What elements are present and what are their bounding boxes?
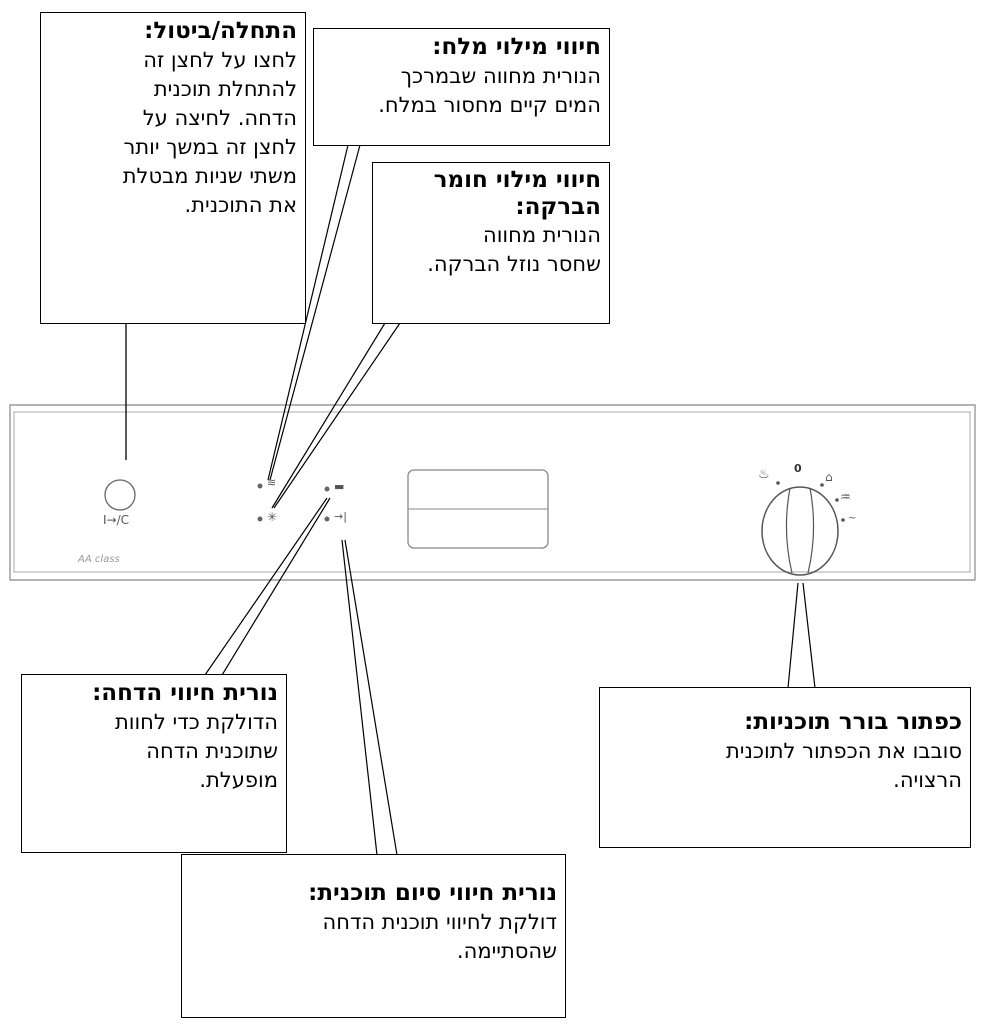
- wash-indicator-led: [324, 486, 330, 492]
- program-eco-icon: ♒: [840, 490, 851, 504]
- callout-body: הדולקת כדי לחוות שתוכנית הדחה מופעלת.: [114, 710, 278, 792]
- callout-body: סובבו את הכפתור לתוכנית הרצויה.: [725, 739, 962, 792]
- salt-indicator-led: [257, 483, 263, 489]
- callout-title: התחלה/ביטול:: [144, 18, 297, 44]
- rinse-icon: ✳: [267, 510, 278, 524]
- dial-mark: [776, 481, 780, 485]
- program-rinse-icon: ~: [848, 513, 857, 524]
- callout-body: הנורית מחווה שבמרכך המים קיים מחסור במלח…: [378, 64, 601, 117]
- power-button[interactable]: [104, 479, 136, 511]
- callout-body: לחצו על לחצן זה להתחלת תוכנית הדחה. לחיצ…: [122, 48, 297, 217]
- callout-body: הנורית מחווה שחסר נוזל הברקה.: [427, 223, 601, 276]
- rinse-indicator-led: [257, 516, 263, 522]
- control-panel-outline: [9, 404, 976, 581]
- brand-label: AA class: [78, 554, 120, 565]
- dial-mark: [841, 518, 845, 522]
- callout-body: דולקת לחיווי תוכנית הדחה שהסתיימה.: [322, 910, 558, 963]
- dial-mark: [820, 483, 824, 487]
- salt-icon: ≋: [267, 476, 277, 489]
- dial-zero-label: 0: [794, 462, 802, 475]
- callout-start-cancel: התחלה/ביטול: לחצו על לחצן זה להתחלת תוכנ…: [40, 12, 306, 324]
- callout-title: כפתור בורר תוכניות:: [744, 709, 962, 735]
- end-indicator-led: [324, 516, 330, 522]
- callout-title: נורית חיווי סיום תוכנית:: [308, 880, 557, 906]
- end-icon: →|: [334, 510, 347, 523]
- program-knob-grip: [785, 487, 815, 574]
- power-label: I→/C: [103, 513, 130, 527]
- wash-icon: ▬: [334, 480, 345, 493]
- callout-program-knob: כפתור בורר תוכניות: סובבו את הכפתור לתוכ…: [599, 687, 971, 848]
- program-normal-icon: ⌂: [825, 470, 833, 484]
- callout-salt: חיווי מילוי מלח: הנורית מחווה שבמרכך המי…: [313, 28, 610, 146]
- callout-rinse-aid: חיווי מילוי חומר הברקה: הנורית מחווה שחס…: [372, 162, 610, 324]
- program-knob[interactable]: [761, 486, 839, 576]
- program-intensive-icon: ♨: [758, 467, 770, 482]
- dial-mark: [835, 498, 839, 502]
- callout-wash-indicator: נורית חיווי הדחה: הדולקת כדי לחוות שתוכנ…: [21, 674, 287, 853]
- callout-title: חיווי מילוי מלח:: [432, 34, 601, 60]
- control-panel-inner: [13, 411, 971, 573]
- callout-end-indicator: נורית חיווי סיום תוכנית: דולקת לחיווי תו…: [181, 854, 566, 1018]
- callout-title: נורית חיווי הדחה:: [92, 680, 278, 706]
- callout-title: חיווי מילוי חומר הברקה:: [433, 167, 601, 220]
